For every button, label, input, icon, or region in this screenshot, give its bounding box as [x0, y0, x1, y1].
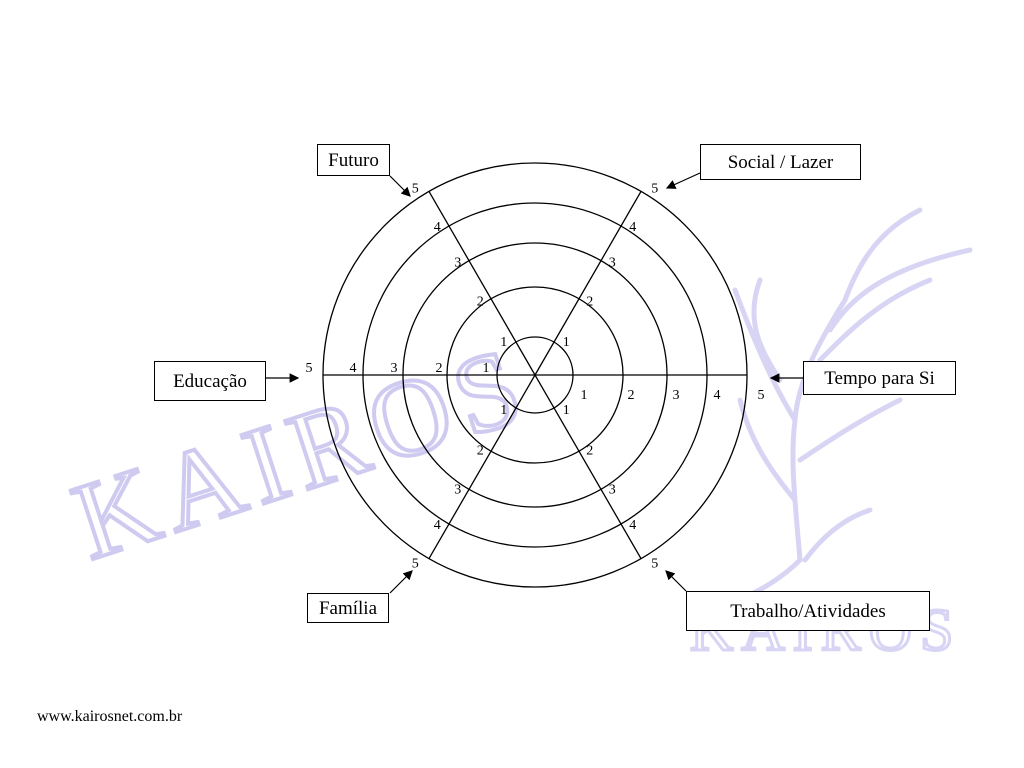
arrow-familia — [389, 570, 413, 594]
scale-number-social-2: 2 — [586, 294, 593, 309]
scale-number-educacao-4: 4 — [350, 361, 357, 376]
scale-number-familia-2: 2 — [477, 444, 484, 459]
scale-number-futuro-4: 4 — [434, 220, 441, 235]
scale-number-tempo-1: 1 — [581, 388, 588, 403]
scale-number-educacao-5: 5 — [306, 361, 313, 376]
spoke-futuro — [428, 191, 536, 376]
scale-number-familia-5: 5 — [412, 556, 419, 571]
scale-number-futuro-5: 5 — [412, 182, 419, 197]
scale-number-educacao-1: 1 — [483, 361, 490, 376]
spoke-trabalho — [534, 374, 642, 559]
spokes — [323, 191, 747, 559]
scale-number-educacao-2: 2 — [436, 361, 443, 376]
scale-number-social-4: 4 — [629, 220, 636, 235]
scale-number-social-1: 1 — [563, 335, 570, 350]
scale-number-tempo-5: 5 — [758, 388, 765, 403]
area-label-tempo-para-si: Tempo para Si — [803, 361, 956, 395]
scale-number-futuro-1: 1 — [500, 335, 507, 350]
scale-number-tempo-2: 2 — [628, 388, 635, 403]
scale-number-trabalho-1: 1 — [563, 403, 570, 418]
area-label-trabalho-atividades: Trabalho/Atividades — [686, 591, 930, 631]
scale-number-trabalho-4: 4 — [629, 518, 636, 533]
spoke-social — [534, 191, 642, 376]
arrow-futuro — [389, 175, 411, 197]
scale-number-familia-3: 3 — [454, 483, 461, 498]
footer-url: www.kairosnet.com.br — [37, 708, 183, 725]
scale-number-educacao-3: 3 — [391, 361, 398, 376]
scale-number-familia-1: 1 — [500, 403, 507, 418]
label-arrows — [266, 172, 803, 594]
scale-number-social-5: 5 — [651, 182, 658, 197]
area-label-futuro: Futuro — [317, 144, 390, 176]
arrow-trabalho — [665, 570, 687, 592]
scale-number-trabalho-2: 2 — [586, 444, 593, 459]
scale-number-tempo-4: 4 — [714, 388, 721, 403]
scale-number-futuro-3: 3 — [454, 255, 461, 270]
area-label-familia: Família — [307, 593, 389, 623]
scale-numbers: 1 2 3 4 5 1 2 3 4 5 1 2 3 4 5 1 2 3 4 5 1 2 3 4 5 1 2 3 4 5 — [306, 182, 765, 572]
arrow-social — [665, 172, 701, 189]
spoke-familia — [428, 374, 536, 559]
scale-number-trabalho-3: 3 — [609, 483, 616, 498]
area-label-social-lazer: Social / Lazer — [700, 144, 861, 180]
scale-number-trabalho-5: 5 — [651, 556, 658, 571]
scale-number-futuro-2: 2 — [477, 294, 484, 309]
area-label-educacao: Educação — [154, 361, 266, 401]
scale-number-social-3: 3 — [609, 255, 616, 270]
scale-number-familia-4: 4 — [434, 518, 441, 533]
scale-number-tempo-3: 3 — [673, 388, 680, 403]
